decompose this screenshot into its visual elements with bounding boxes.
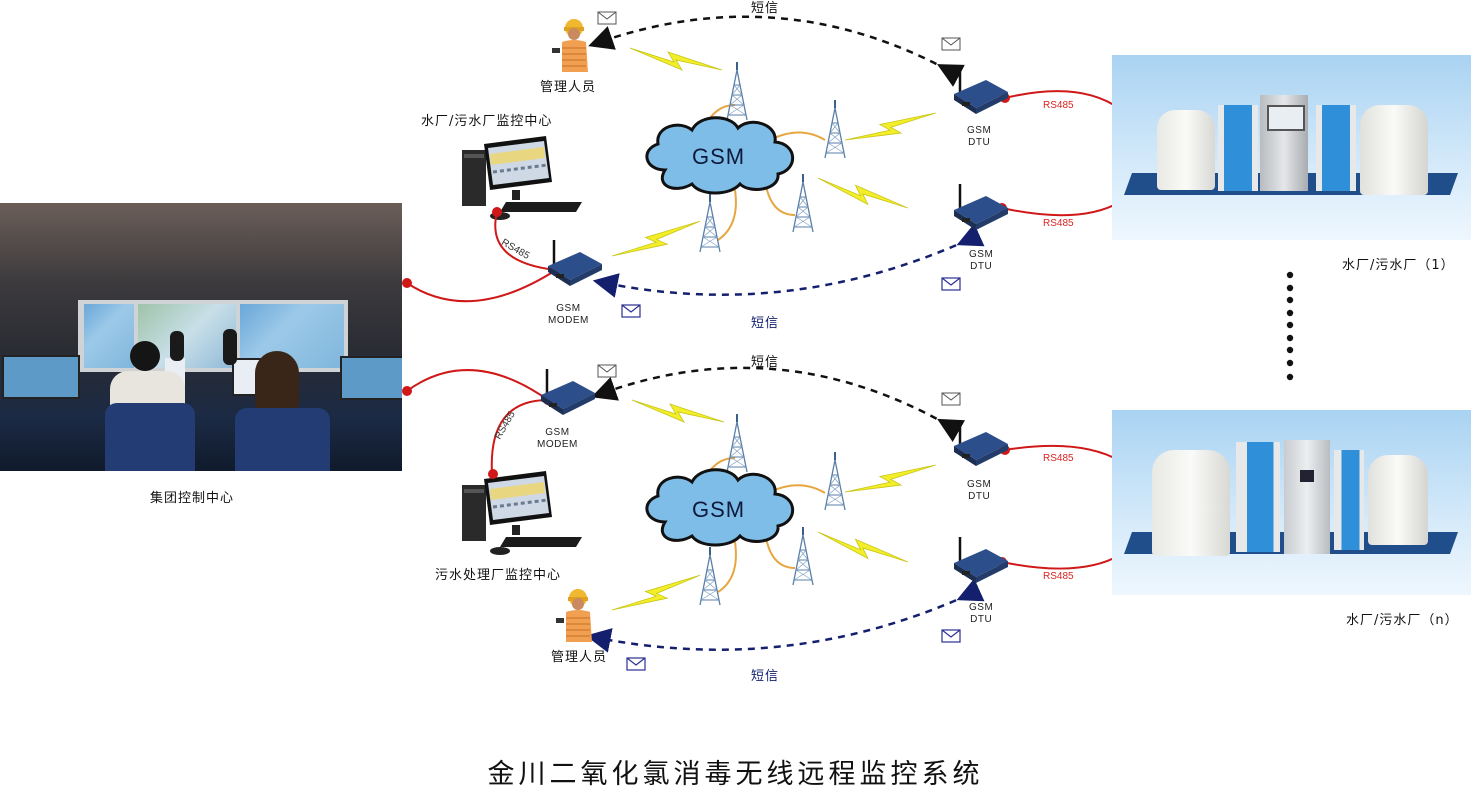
- person-icon: [551, 18, 589, 73]
- envelope-icon: [597, 11, 617, 25]
- envelope-icon: [941, 392, 961, 406]
- sms-label: 短信: [751, 355, 780, 370]
- sms-link-bottom-modem: [591, 366, 966, 443]
- rs485-label: RS485: [1043, 571, 1074, 582]
- gsm-network-label: GSM: [692, 497, 746, 522]
- antenna-tower-icon: [824, 451, 846, 511]
- gsm-dtu-icon: [952, 66, 1010, 116]
- sms-label: 短信: [751, 316, 780, 331]
- sms-link-top-modem: [592, 223, 985, 298]
- computer-icon: [460, 469, 584, 557]
- diagram-title: 金川二氧化氯消毒无线远程监控系统: [487, 759, 984, 790]
- rs485-label: RS485: [1043, 100, 1074, 111]
- antenna-tower-icon: [792, 173, 814, 233]
- lightning-icon: [611, 202, 701, 275]
- monitor-center-label: 污水处理厂监控中心: [435, 568, 562, 583]
- envelope-icon: [941, 629, 961, 643]
- antenna-tower-icon: [699, 193, 721, 253]
- monitor-center-label: 水厂/污水厂监控中心: [421, 114, 553, 129]
- envelope-icon: [941, 37, 961, 51]
- envelope-icon: [597, 364, 617, 378]
- gsm-network-label: GSM: [692, 144, 746, 169]
- person-icon: [555, 588, 593, 643]
- manager-label: 管理人员: [551, 650, 608, 665]
- sms-label: 短信: [751, 1, 780, 16]
- plant-label: 水厂/污水厂（n）: [1346, 613, 1459, 628]
- lightning-icon: [844, 445, 937, 512]
- gsm-modem-icon: [539, 367, 597, 417]
- plant-n-image: [1112, 410, 1471, 595]
- envelope-icon: [941, 277, 961, 291]
- antenna-tower-icon: [726, 413, 748, 473]
- antenna-tower-icon: [792, 526, 814, 586]
- lightning-icon: [631, 399, 725, 423]
- lightning-icon: [844, 93, 937, 160]
- envelope-icon: [621, 304, 641, 318]
- sms-label: 短信: [751, 669, 780, 684]
- control-center-label: 集团控制中心: [150, 491, 235, 506]
- sms-link-top-manager: [588, 15, 965, 87]
- gsm-dtu-icon: [952, 418, 1010, 468]
- lightning-icon: [611, 556, 701, 629]
- gsm-dtu-icon: [952, 535, 1010, 585]
- gsm-modem-icon: [546, 238, 604, 288]
- lightning-icon: [815, 531, 911, 563]
- more-plants-ellipsis: [1286, 271, 1294, 381]
- rs485-label: RS485: [1043, 218, 1074, 229]
- manager-label: 管理人员: [540, 80, 597, 95]
- top-section: [402, 11, 1126, 318]
- plant-label: 水厂/污水厂（1）: [1342, 258, 1455, 273]
- gsm-dtu-icon: [952, 182, 1010, 232]
- antenna-tower-icon: [699, 546, 721, 606]
- antenna-tower-icon: [726, 61, 748, 121]
- envelope-icon: [626, 657, 646, 671]
- computer-icon: [460, 134, 584, 222]
- control-center-photo: [0, 203, 402, 471]
- antenna-tower-icon: [824, 99, 846, 159]
- lightning-icon: [815, 177, 911, 209]
- plant-1-image: [1112, 55, 1471, 240]
- rs485-label: RS485: [1043, 453, 1074, 464]
- sms-link-bottom-manager: [585, 578, 985, 653]
- lightning-icon: [629, 47, 723, 71]
